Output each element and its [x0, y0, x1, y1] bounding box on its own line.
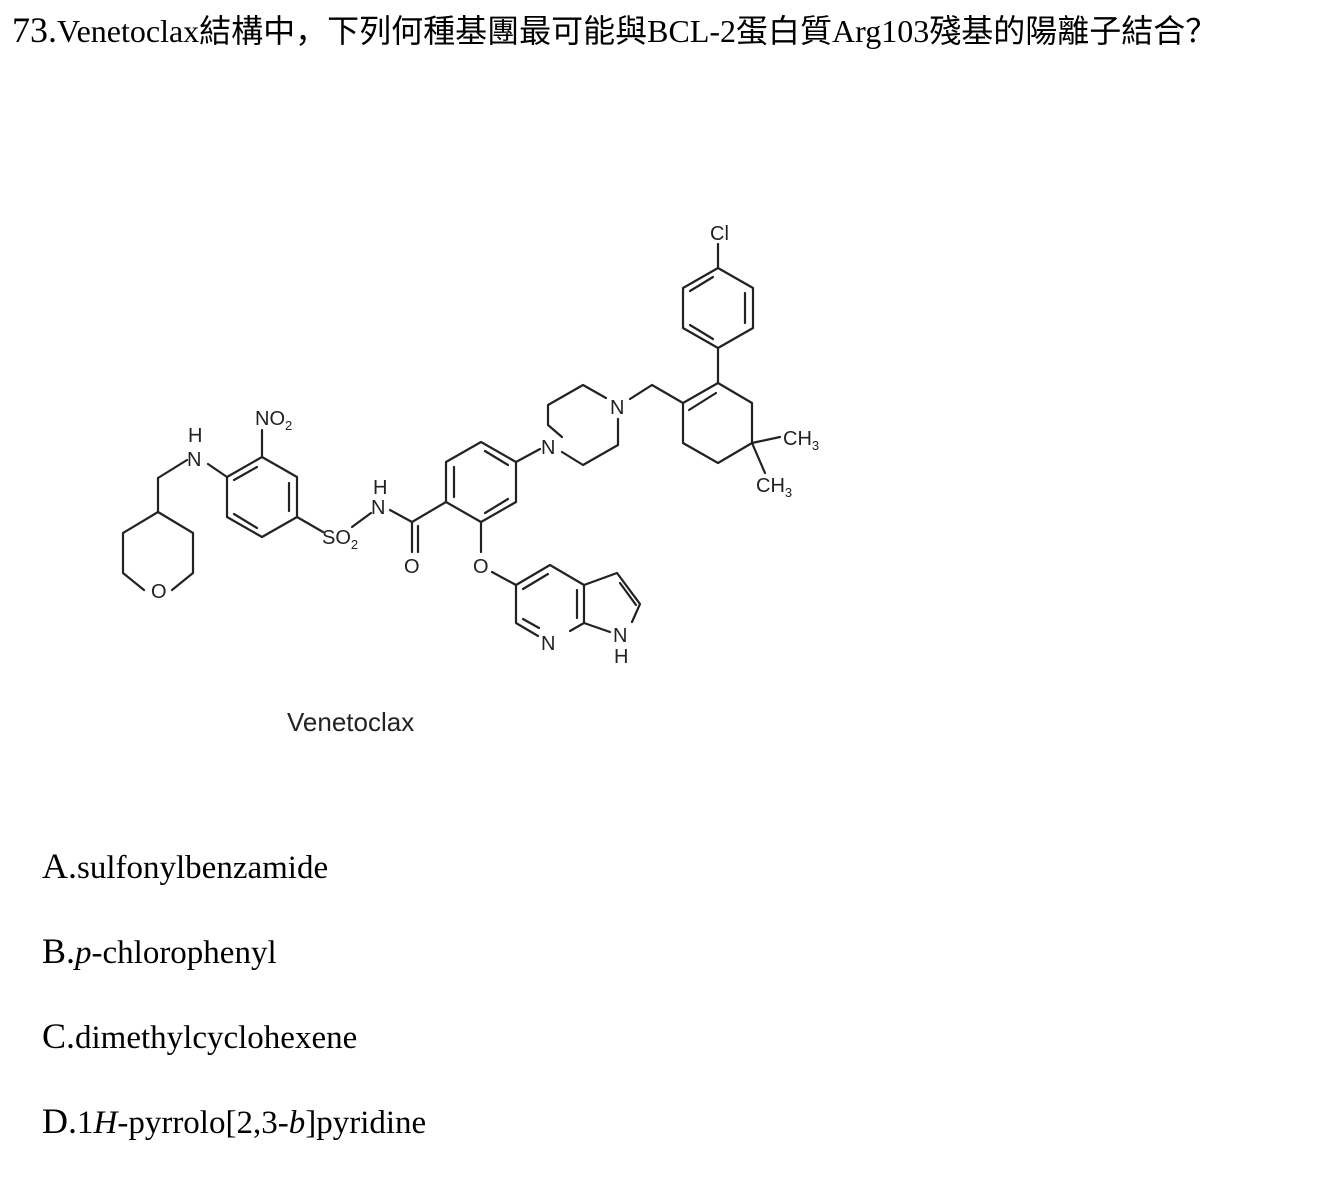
- central-benzene-ring: [444, 440, 518, 524]
- nitrobenzene-double-2: [232, 512, 259, 530]
- pyrrole-n-bond: [582, 621, 612, 634]
- label-pyrrole-h: H: [614, 646, 628, 668]
- structure-drawing: Cl NO2 H N O SO2 H N O O N N CH3 CH3 N N…: [121, 223, 819, 737]
- central-double-3: [483, 497, 510, 515]
- label-ch3-2: CH3: [756, 475, 792, 500]
- oxane-ring-left: [121, 510, 160, 592]
- question-number: 73.: [12, 10, 57, 50]
- label-so2: SO2: [322, 527, 358, 552]
- carbonyl-to-ring: [410, 500, 448, 524]
- nitrobenzene-double-3: [232, 465, 259, 482]
- label-pyrrole-n: N: [613, 625, 627, 647]
- label-oxane-o: O: [151, 581, 167, 603]
- label-nh-amine-n: N: [187, 449, 201, 471]
- pyridine-double-1: [521, 572, 550, 591]
- label-ch3-1: CH3: [783, 428, 819, 453]
- ring-to-so2: [295, 515, 325, 534]
- label-nh-amide-n: N: [371, 497, 385, 519]
- label-pyridine-n: N: [541, 633, 555, 655]
- answer-options: A.sulfonylbenzamide B.p-chlorophenyl C.d…: [42, 846, 426, 1186]
- label-cl: Cl: [710, 223, 729, 245]
- question-text: 73.Venetoclax結構中，下列何種基團最可能與BCL-2蛋白質Arg10…: [12, 6, 1312, 55]
- pyridine-double-3: [521, 617, 541, 630]
- central-double-2: [483, 449, 510, 467]
- label-nh-amine-h: H: [188, 425, 202, 447]
- azaindole-pyrrole: [582, 571, 642, 624]
- nitrobenzene-ring: [225, 455, 299, 539]
- option-c[interactable]: C.dimethylcyclohexene: [42, 1016, 358, 1056]
- venetoclax-structure: Cl NO2 H N O SO2 H N O O N N CH3 CH3 N N…: [121, 223, 819, 737]
- ch2-to-nh: [156, 458, 189, 480]
- structure-caption: Venetoclax: [287, 707, 414, 737]
- piperazine-ring-b: [560, 417, 620, 467]
- cyclohexene-ring: [681, 381, 754, 465]
- cyclohexene-double: [687, 391, 718, 412]
- oxane-ring: [156, 510, 195, 592]
- chlorophenyl-double-2: [688, 323, 715, 341]
- piperazine-to-ch2: [628, 383, 654, 401]
- label-nh-amide-h: H: [373, 477, 387, 499]
- label-carbonyl-o: O: [404, 556, 420, 578]
- nh-to-ring: [206, 462, 229, 479]
- so2-to-nh: [350, 511, 373, 529]
- ring-to-piperazine: [514, 447, 542, 464]
- label-piperazine-n1: N: [541, 437, 555, 459]
- label-no2: NO2: [255, 408, 292, 433]
- ch3-bond-2: [750, 441, 767, 475]
- chlorophenyl-double-3: [688, 275, 715, 293]
- option-b[interactable]: B.p-chlorophenyl: [42, 931, 277, 971]
- label-piperazine-n2: N: [610, 397, 624, 419]
- piperazine-ring: [546, 383, 608, 439]
- ether-to-azaindole: [490, 570, 518, 587]
- label-ether-o: O: [473, 556, 489, 578]
- ch3-bond-1: [750, 435, 782, 445]
- chlorophenyl-ring: [681, 266, 755, 350]
- pyrrole-double: [618, 581, 638, 607]
- option-d[interactable]: D.1H-pyrrolo[2,3-b]pyridine: [42, 1101, 427, 1141]
- azaindole-pyridine-b: [514, 583, 540, 638]
- question-stem: Venetoclax結構中，下列何種基團最可能與BCL-2蛋白質Arg103殘基…: [57, 13, 1218, 49]
- nh-to-carbonyl: [388, 508, 414, 524]
- ch2-to-cyclohexene: [650, 383, 685, 405]
- option-a[interactable]: A.sulfonylbenzamide: [42, 846, 329, 886]
